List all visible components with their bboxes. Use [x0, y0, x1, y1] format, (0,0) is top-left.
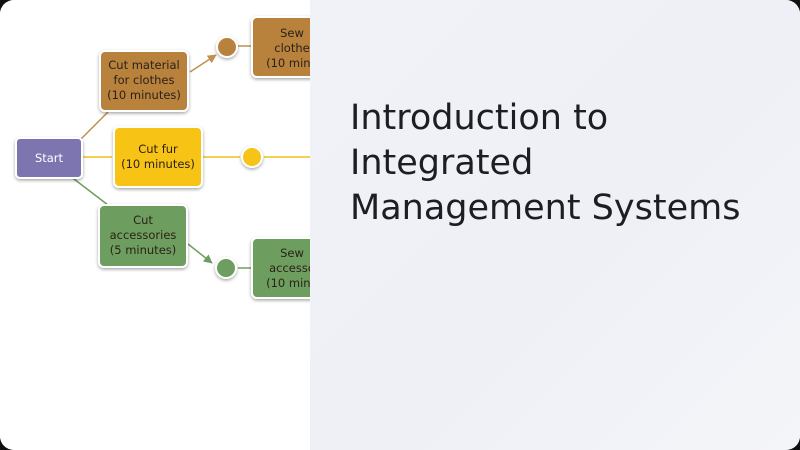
- node-sew-clothes-line-2: clothe: [274, 41, 309, 55]
- connector-start-to-cut-material: [79, 111, 109, 141]
- node-sew-clothes-line-1: Sew: [280, 26, 304, 40]
- node-sew-accessories-line-1: Sew: [280, 246, 304, 260]
- milestone-green: [215, 257, 237, 279]
- node-sew-accessories: Sew accesso (10 minu: [251, 237, 310, 299]
- node-cut-fur: Cut fur (10 minutes): [113, 126, 203, 188]
- slide-title-line-3: Management Systems: [350, 188, 741, 228]
- node-cut-accessories-line-3: (5 minutes): [110, 243, 177, 257]
- connector-start-to-cut-accessories: [69, 175, 109, 206]
- node-cut-accessories-line-2: accessories: [110, 228, 177, 242]
- node-cut-fur-line-2: (10 minutes): [121, 157, 195, 171]
- node-sew-clothes-line-3: (10 minu: [266, 56, 310, 70]
- node-start-label: Start: [35, 151, 64, 165]
- milestone-brown: [216, 36, 238, 58]
- title-panel: Introduction to Integrated Management Sy…: [310, 0, 800, 450]
- node-start: Start: [15, 137, 83, 179]
- node-sew-clothes: Sew clothe (10 minu: [251, 16, 310, 78]
- connector-cut-material-to-milestone: [189, 54, 217, 73]
- milestone-yellow: [241, 146, 263, 168]
- process-flow-diagram: Start Cut material for clothes (10 minut…: [15, 16, 310, 299]
- slide-title-line-2: Integrated: [350, 143, 534, 183]
- node-cut-material-line-1: Cut material: [108, 58, 179, 72]
- node-cut-fur-line-1: Cut fur: [138, 142, 178, 156]
- slide-title-line-1: Introduction to: [350, 98, 609, 138]
- node-cut-accessories-line-1: Cut: [133, 213, 153, 227]
- node-sew-accessories-line-3: (10 minu: [266, 276, 310, 290]
- node-cut-material-line-3: (10 minutes): [107, 88, 181, 102]
- node-cut-material: Cut material for clothes (10 minutes): [99, 50, 189, 112]
- node-sew-accessories-line-2: accesso: [269, 261, 310, 275]
- node-cut-accessories: Cut accessories (5 minutes): [98, 204, 188, 268]
- connector-cut-accessories-to-milestone: [187, 243, 213, 264]
- slide-title: Introduction to Integrated Management Sy…: [350, 96, 790, 231]
- diagram-panel: Start Cut material for clothes (10 minut…: [0, 0, 310, 450]
- node-cut-material-line-2: for clothes: [114, 73, 175, 87]
